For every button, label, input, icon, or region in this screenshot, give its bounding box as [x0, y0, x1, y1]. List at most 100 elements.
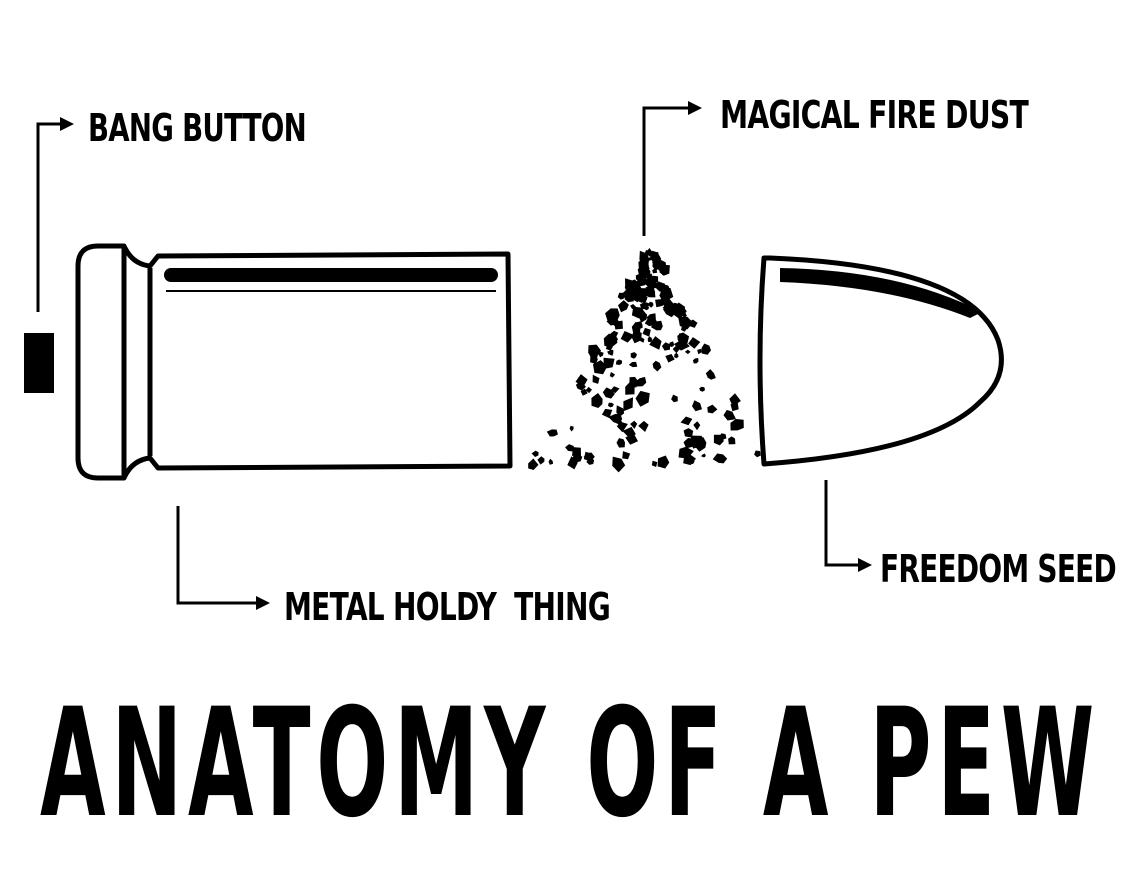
powder-grain — [680, 306, 687, 316]
powder-grain — [661, 287, 672, 299]
powder-particles — [528, 248, 761, 473]
powder-grain — [718, 433, 727, 440]
powder-grain — [591, 393, 603, 408]
powder-grain — [692, 400, 702, 412]
powder-grain — [612, 456, 626, 473]
powder-grain — [701, 453, 706, 458]
powder-grain — [625, 278, 634, 288]
powder-grain — [688, 337, 701, 349]
powder-grain — [546, 429, 558, 437]
powder-grain — [575, 382, 586, 391]
page-title: ANATOMY OF A PEW — [40, 677, 1100, 851]
powder-grain — [631, 330, 642, 344]
powder-grain — [607, 402, 614, 408]
casing-label: METAL HOLDY THING — [284, 585, 610, 629]
powder-grain — [572, 447, 581, 456]
powder-grain — [649, 336, 662, 350]
powder-grain — [647, 280, 656, 288]
powder-grain — [630, 352, 637, 359]
powder-grain — [588, 344, 602, 359]
powder-grain — [631, 282, 639, 291]
powder-callout-arrow — [642, 101, 702, 236]
powder-grain — [661, 342, 670, 351]
powder-grain — [697, 348, 702, 355]
powder-grain — [639, 250, 650, 267]
powder-grain — [730, 419, 744, 431]
powder-grain — [625, 382, 635, 395]
powder-grain — [585, 386, 592, 394]
powder-grain — [754, 450, 761, 458]
powder-grain — [647, 336, 653, 343]
powder-grain — [531, 450, 539, 457]
powder-grain — [528, 458, 539, 470]
powder-grain — [593, 360, 608, 375]
powder-grain — [580, 388, 588, 396]
powder-grain — [615, 359, 623, 365]
bullet-label: FREEDOM SEED — [880, 547, 1116, 591]
powder-grain — [648, 250, 659, 261]
powder-grain — [638, 420, 649, 432]
powder-grain — [628, 361, 638, 368]
powder-grain — [651, 460, 658, 467]
powder-grain — [677, 332, 690, 346]
powder-grain — [693, 421, 701, 431]
powder-grain — [650, 320, 663, 331]
powder-grain — [620, 289, 634, 298]
powder-label: MAGICAL FIRE DUST — [720, 93, 1029, 137]
powder-grain — [618, 300, 629, 313]
powder-grain — [701, 343, 711, 355]
powder-grain — [565, 444, 574, 452]
bullet-callout-arrow — [824, 480, 872, 572]
powder-grain — [598, 351, 604, 358]
powder-grain — [680, 416, 693, 426]
casing-callout-arrow — [176, 506, 270, 610]
powder-grain — [609, 349, 614, 356]
powder-grain — [673, 309, 682, 315]
powder-grain — [674, 352, 679, 359]
powder-grain — [627, 298, 632, 303]
powder-grain — [635, 321, 643, 329]
powder-grain — [590, 355, 598, 364]
powder-grain — [705, 369, 716, 380]
powder-grain — [583, 452, 595, 461]
powder-grain — [652, 267, 658, 274]
powder-grain — [548, 458, 553, 465]
powder-grain — [684, 349, 691, 355]
powder-grain — [630, 420, 638, 429]
powder-grain — [730, 402, 739, 412]
powder-grain — [609, 330, 619, 339]
powder-grain — [630, 304, 636, 310]
bullet-shape — [757, 255, 1004, 467]
powder-grain — [642, 327, 651, 337]
powder-grain — [683, 454, 696, 466]
powder-grain — [683, 428, 694, 438]
powder-grain — [537, 456, 545, 465]
powder-grain — [692, 358, 699, 364]
powder-grain — [699, 386, 705, 392]
powder-grain — [569, 425, 574, 432]
powder-grain — [646, 313, 656, 323]
primer-shape — [24, 333, 54, 393]
powder-grain — [629, 376, 638, 388]
powder-grain — [567, 456, 578, 470]
powder-grain — [729, 393, 741, 407]
powder-grain — [728, 436, 736, 445]
powder-grain — [635, 390, 650, 407]
powder-grain — [622, 426, 636, 438]
primer-callout-arrow — [36, 117, 74, 312]
powder-grain — [657, 455, 670, 469]
powder-grain — [616, 421, 628, 433]
powder-grain — [622, 451, 631, 460]
powder-grain — [606, 343, 614, 351]
powder-grain — [616, 438, 625, 448]
powder-grain — [636, 276, 648, 287]
powder-grain — [643, 305, 650, 311]
powder-grain — [639, 310, 648, 323]
powder-grain — [609, 372, 616, 378]
powder-grain — [683, 438, 697, 449]
powder-grain — [648, 301, 654, 308]
powder-grain — [712, 453, 728, 464]
powder-grain — [601, 408, 613, 419]
powder-grain — [654, 258, 667, 271]
